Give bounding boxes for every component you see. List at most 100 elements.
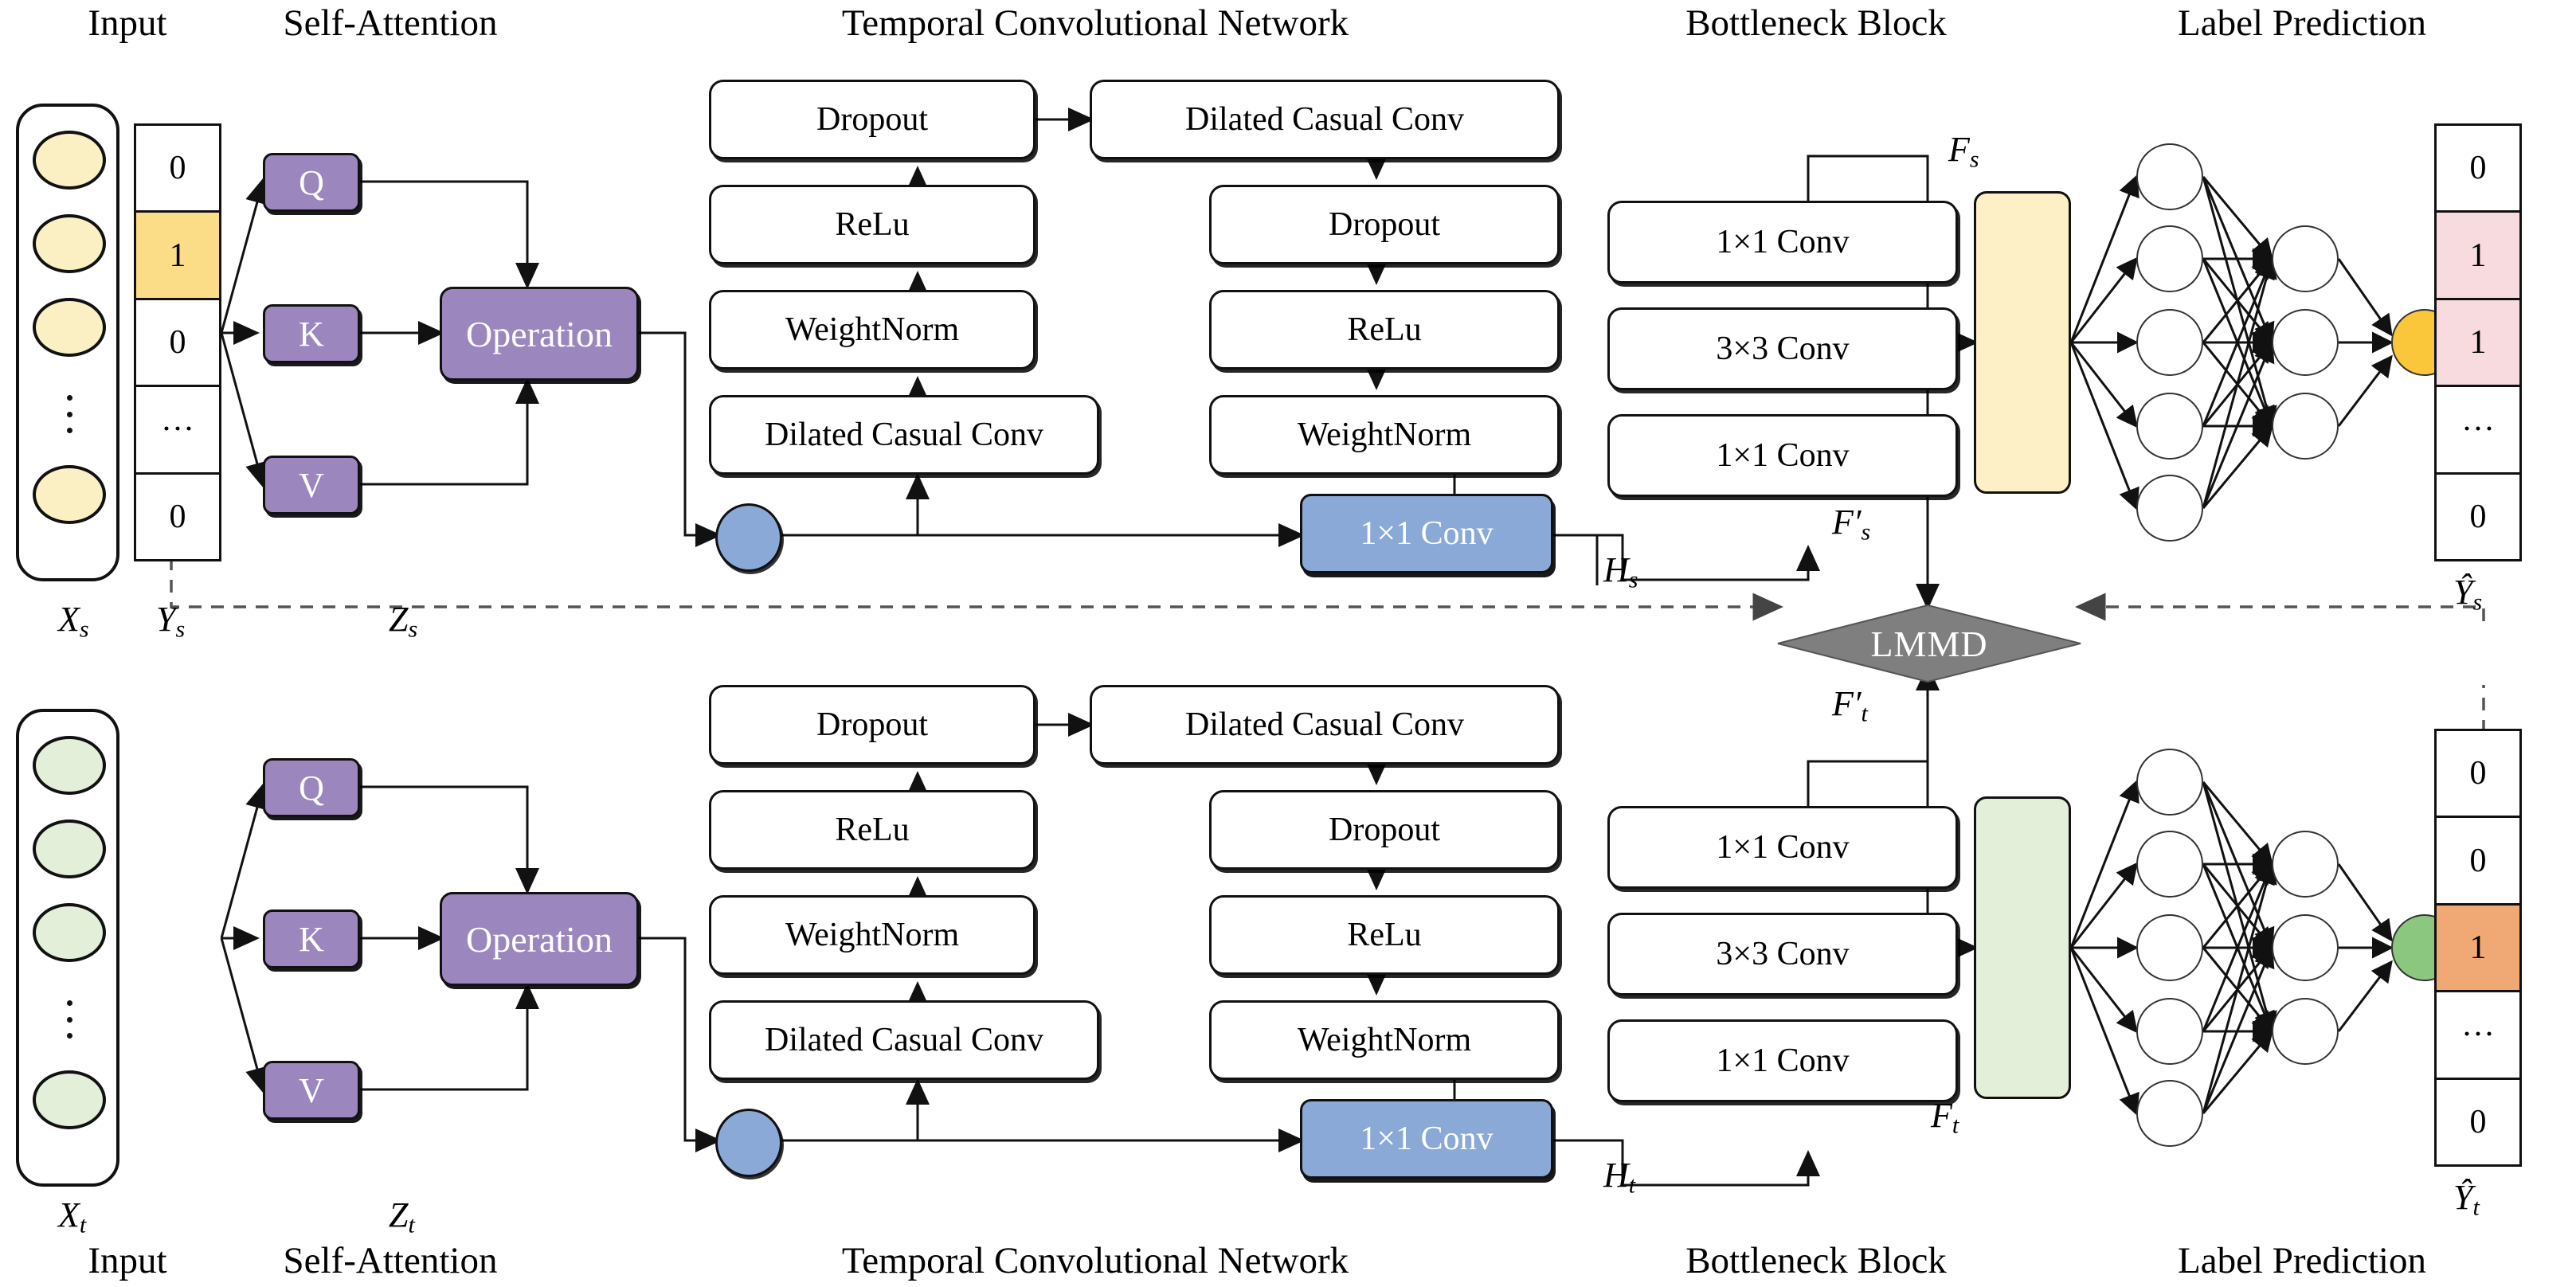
source-value-box[interactable]: V [263,456,360,514]
target-bottleneck-conv-bottom[interactable]: 1×1 Conv [1607,1019,1958,1102]
source-tcn-relu-2[interactable]: ReLu [1209,290,1560,370]
source-bottleneck-conv-mid[interactable]: 3×3 Conv [1607,307,1958,390]
source-query-box[interactable]: Q [263,153,360,212]
target-input-node [33,736,106,795]
source-feature-bar [1974,191,2071,494]
target-hidden2-node [2272,914,2339,981]
target-h-sub: t [1628,1172,1636,1199]
target-input-node [33,820,106,878]
target-bottleneck-conv-top[interactable]: 1×1 Conv [1607,806,1958,889]
target-hidden2-node [2272,998,2339,1065]
target-hidden-node [2136,998,2203,1065]
target-hidden-node [2136,914,2203,981]
target-fprime-sub: t [1861,700,1868,727]
vector-cell: 1 [136,213,219,300]
source-label-vector-label: Ys [156,599,185,644]
target-input-label-sub: t [79,1211,87,1238]
source-h-sub: s [1628,566,1638,593]
source-hidden2-node [2272,309,2339,376]
target-tcn-dilatedconv-1[interactable]: Dilated Casual Conv [709,1000,1099,1080]
target-f-label: Ft [1931,1095,1959,1140]
source-f-base: F [1948,130,1970,169]
target-prediction-label: Ŷt [2453,1177,2480,1222]
target-z-base: Z [389,1195,409,1234]
source-bottleneck-conv-top[interactable]: 1×1 Conv [1607,201,1958,284]
header-bottleneck-top: Bottleneck Block [1685,2,1947,44]
source-residual-1x1-conv[interactable]: 1×1 Conv [1300,494,1553,573]
source-hidden-node [2136,393,2203,460]
prime-glyph: ′ [1853,503,1862,542]
source-hidden2-node [2272,393,2339,460]
prime-glyph: ′ [1853,684,1862,723]
target-tcn-dropout-2[interactable]: Dropout [1209,790,1560,870]
target-tcn-dropout-1[interactable]: Dropout [709,685,1035,765]
header-label-prediction-top: Label Prediction [2178,2,2426,44]
target-h-base: H [1603,1156,1629,1195]
target-query-box[interactable]: Q [263,758,360,817]
source-key-box[interactable]: K [263,304,360,363]
target-tcn-dilatedconv-2[interactable]: Dilated Casual Conv [1090,685,1560,765]
target-hidden-node [2136,1080,2203,1147]
target-feature-bar [1974,796,2071,1099]
source-prediction-label: Ŷs [2453,572,2482,616]
vector-cell: 1 [2437,905,2519,993]
vector-cell: 0 [136,126,219,213]
source-h-label: Hs [1603,550,1638,594]
source-bottleneck-conv-bottom[interactable]: 1×1 Conv [1607,414,1958,497]
source-input-node [33,131,106,190]
target-f-prime-label: F′t [1832,683,1868,728]
source-f-sub: s [1969,146,1979,173]
target-input-label-base: X [58,1195,80,1234]
header-self-attention-bottom: Self-Attention [283,1240,498,1281]
source-tcn-dilatedconv-1[interactable]: Dilated Casual Conv [709,395,1099,475]
target-value-box[interactable]: V [263,1061,360,1120]
source-input-node [33,298,106,357]
source-f-prime-label: F′s [1832,502,1870,546]
source-input-node [33,465,106,524]
target-tcn-weightnorm-2[interactable]: WeightNorm [1209,1000,1560,1080]
vector-cell: 0 [2437,474,2519,560]
source-h-base: H [1603,550,1629,589]
header-input-bottom: Input [88,1240,167,1281]
target-residual-junction-dot [715,1109,782,1177]
target-tcn-relu-2[interactable]: ReLu [1209,895,1560,975]
vector-cell: 0 [136,474,219,560]
source-z-label: Zs [389,599,417,644]
vector-cell: 0 [2437,818,2519,906]
source-tcn-dropout-1[interactable]: Dropout [709,80,1035,159]
target-bottleneck-conv-mid[interactable]: 3×3 Conv [1607,913,1958,996]
source-tcn-weightnorm-2[interactable]: WeightNorm [1209,395,1560,475]
target-key-box[interactable]: K [263,910,360,968]
source-f-label: Fs [1948,129,1979,174]
target-tcn-weightnorm-1[interactable]: WeightNorm [709,895,1035,975]
source-residual-junction-dot [715,503,782,572]
source-tcn-relu-1[interactable]: ReLu [709,185,1035,264]
target-fprime-base: F [1832,684,1854,723]
source-hidden2-node [2272,225,2339,292]
source-hidden-node [2136,225,2203,292]
vector-cell: 0 [2437,1079,2519,1165]
vector-cell: ··· [2437,992,2519,1080]
source-tcn-weightnorm-1[interactable]: WeightNorm [709,290,1035,370]
target-f-base: F [1931,1096,1952,1135]
target-residual-1x1-conv[interactable]: 1×1 Conv [1300,1099,1553,1179]
source-operation-box[interactable]: Operation [440,287,639,381]
source-prediction-vector: 0 1 1 ··· 0 [2434,123,2522,561]
target-z-sub: t [408,1211,415,1238]
target-h-label: Ht [1603,1155,1635,1199]
source-tcn-dropout-2[interactable]: Dropout [1209,185,1560,264]
source-input-label-sub: s [79,616,89,643]
source-tcn-dilatedconv-2[interactable]: Dilated Casual Conv [1090,80,1560,159]
source-hidden-node [2136,143,2203,210]
target-hidden-node [2136,831,2203,898]
header-label-prediction-bottom: Label Prediction [2178,1240,2426,1281]
source-yhat-base: Ŷ [2453,573,2473,612]
vector-cell: 0 [136,299,219,388]
target-f-sub: t [1952,1112,1959,1139]
source-input-label-base: X [58,600,80,639]
target-input-ellipsis [66,1000,72,1039]
target-operation-box[interactable]: Operation [440,892,639,986]
target-tcn-relu-1[interactable]: ReLu [709,790,1035,870]
target-z-label: Zt [389,1195,415,1239]
vector-cell: 1 [2437,213,2519,300]
